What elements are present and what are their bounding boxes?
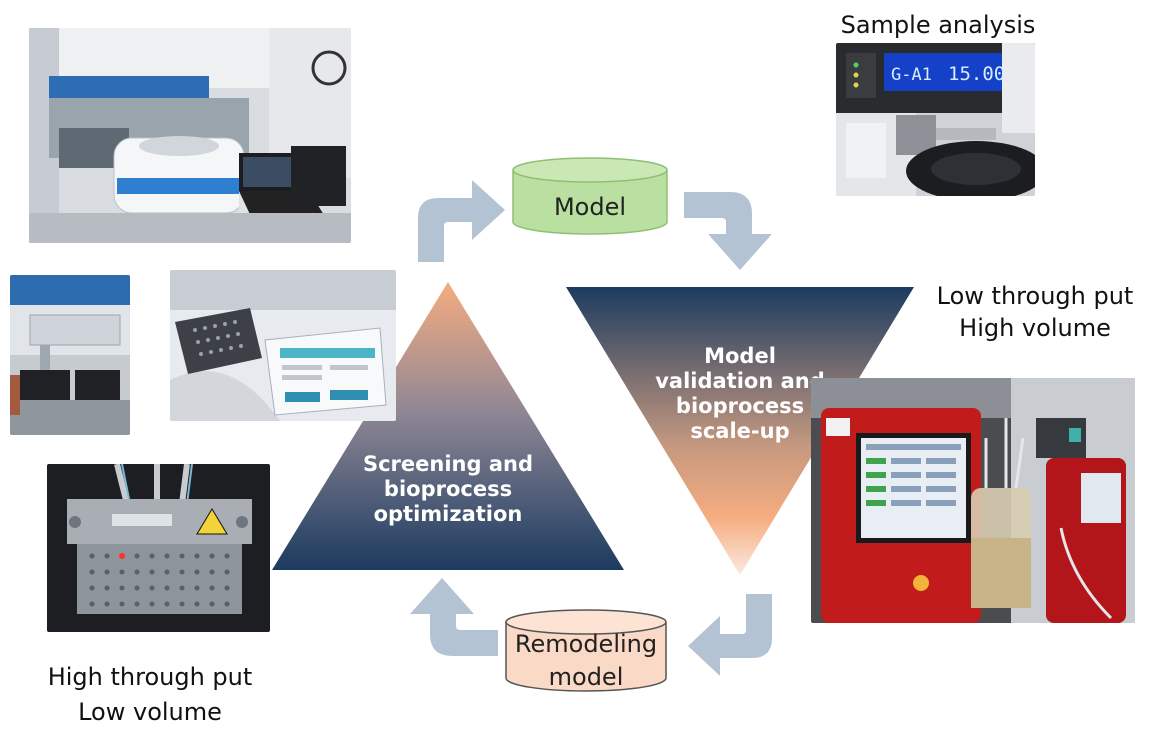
screening-label: Screening and bioprocess optimization: [362, 452, 533, 526]
validation-triangle: [566, 287, 914, 575]
validation-label: Model validation and bioprocess scale-up: [655, 344, 825, 443]
arrow-to-remodel: [688, 594, 772, 676]
microplate-photo: [47, 464, 270, 632]
low-throughput-caption: Low through put High volume: [936, 282, 1134, 342]
touchscreen-photo: [170, 270, 396, 421]
plate-handler-photo: [10, 275, 130, 435]
arrow-from-model: [684, 192, 772, 270]
arrow-to-model: [418, 180, 505, 262]
model-label: Model: [553, 193, 627, 221]
remodel-label: Remodeling model: [514, 630, 658, 691]
model-cylinder: [512, 157, 668, 235]
sample-analysis-caption: Sample analysis: [840, 11, 1036, 39]
instrument-well-readout: G-A1: [891, 65, 932, 85]
sample-analysis-photo: G-A1 15.00: [836, 43, 1035, 196]
instrument-value-readout: 15.00: [948, 63, 1006, 85]
screening-triangle: [272, 282, 624, 570]
lab-workstation-photo: [29, 28, 351, 243]
high-throughput-caption: High through put Low volume: [47, 663, 253, 726]
arrow-from-remodel: [410, 578, 498, 656]
bioreactor-photo: [811, 378, 1135, 623]
remodel-cylinder: [505, 609, 667, 692]
